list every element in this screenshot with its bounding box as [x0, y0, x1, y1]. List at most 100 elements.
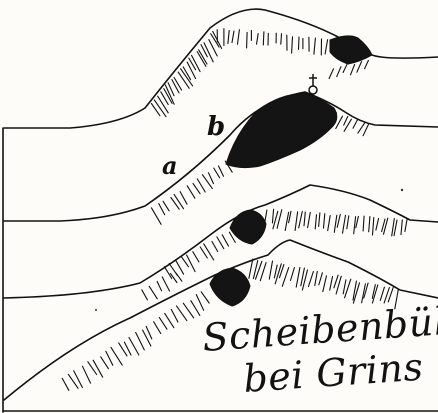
hatch-stroke [260, 263, 266, 281]
label-b: b [207, 112, 225, 142]
hatch-stroke [172, 80, 179, 93]
hatch-stroke [358, 123, 365, 134]
hatch-stroke [164, 267, 171, 279]
hatch-stroke [324, 214, 325, 228]
hatch-stroke [93, 360, 103, 377]
hatch-stroke [330, 277, 333, 291]
hatch-stroke [334, 215, 337, 232]
hatch-stroke [146, 327, 152, 339]
hatch-stroke [129, 338, 139, 355]
hatch-stroke [344, 116, 348, 125]
hatch-stroke [323, 276, 327, 292]
hatch-stroke [334, 275, 338, 288]
hatch-stroke [196, 295, 203, 311]
hatch-stroke [142, 290, 148, 300]
hatch-stroke [343, 215, 346, 233]
hatch-stroke [247, 32, 248, 48]
hatch-stroke [299, 37, 300, 49]
hatch-stroke [171, 198, 179, 210]
hatch-stroke [315, 271, 318, 285]
hatch-stroke [181, 257, 188, 267]
hatch-stroke [193, 252, 199, 262]
rock-mass-b [226, 93, 337, 168]
hatch-stroke [380, 287, 384, 300]
rock-mass-profile-3 [230, 210, 266, 244]
hatch-stroke [309, 272, 314, 287]
hatch-stroke [176, 273, 182, 281]
hatch-stroke [159, 317, 167, 329]
hatch-stroke [163, 201, 169, 211]
hatch-stroke [174, 78, 182, 91]
hatch-stroke [101, 357, 109, 369]
hatch-stroke [187, 186, 195, 198]
hatch-stroke [238, 30, 240, 45]
ink-dot [95, 309, 97, 311]
hatch-stroke [149, 286, 157, 299]
hatch-stroke [111, 347, 122, 365]
hatch-stroke [174, 194, 183, 208]
hatch-stroke [405, 219, 407, 232]
hatch-stroke [171, 309, 178, 322]
hatch-stroke [157, 281, 162, 290]
hatch-stroke [177, 306, 187, 321]
hatch-stroke [291, 268, 295, 281]
hatch-stroke [357, 62, 362, 73]
hatch-stroke [217, 237, 224, 249]
hatch-stroke [222, 235, 228, 246]
hatch-stroke [180, 192, 187, 205]
hatch-stroke [183, 303, 193, 318]
hatch-stroke [295, 212, 298, 231]
hatch-stroke [319, 273, 323, 285]
hatch-stroke [212, 241, 218, 251]
rock-mass-profile-1 [330, 36, 372, 64]
hatch-stroke [401, 220, 402, 235]
hatch-stroke [356, 216, 359, 227]
hatch-stroke [325, 40, 328, 54]
hatch-stroke [228, 31, 229, 44]
hatch-stroke [319, 213, 320, 227]
hatch-stroke [363, 216, 364, 231]
hatch-stroke [83, 366, 91, 383]
hatch-stroke [165, 313, 174, 327]
hatch-stroke [159, 204, 165, 215]
label-a: a [162, 151, 178, 180]
hatch-stroke [299, 211, 303, 228]
hatch-stroke [292, 37, 293, 53]
hatch-stroke [282, 268, 288, 287]
profile-1-outline [4, 9, 438, 128]
hatch-stroke [343, 64, 347, 73]
hatch-stroke [304, 212, 305, 226]
hatch-stroke [257, 34, 259, 45]
hatch-stroke [373, 218, 374, 236]
hatch-stroke [308, 212, 311, 227]
hatch-stroke [193, 183, 200, 193]
hatch-stroke [281, 34, 282, 45]
hatch-stroke [365, 60, 369, 68]
chapel-cross-icon [309, 74, 317, 94]
hatch-stroke [314, 38, 316, 54]
hatch-stroke [154, 100, 166, 117]
hatch-stroke [394, 220, 397, 236]
hatch-stroke [337, 67, 341, 77]
hatch-stroke [296, 268, 300, 288]
hatch-stroke [158, 96, 169, 113]
hatch-stroke [191, 301, 200, 316]
hatch-stroke [369, 217, 370, 232]
hatch-stroke [208, 173, 213, 184]
ink-dot [401, 189, 403, 191]
hatch-stroke [187, 255, 196, 272]
hatch-stroke [265, 210, 267, 221]
hatch-stroke [62, 378, 69, 390]
hatch-stroke [214, 168, 220, 178]
hatch-stroke [204, 244, 214, 260]
hatch-stroke [269, 261, 272, 279]
hatch-stroke [143, 330, 151, 346]
hatch-stroke [347, 216, 349, 229]
hatch-stroke [136, 333, 145, 350]
hatch-stroke [274, 265, 277, 278]
hatch-stroke [154, 322, 161, 334]
hatch-stroke [351, 65, 355, 75]
hatch-stroke [106, 351, 113, 365]
hatch-stroke [328, 216, 331, 231]
hatch-stroke [197, 179, 205, 192]
